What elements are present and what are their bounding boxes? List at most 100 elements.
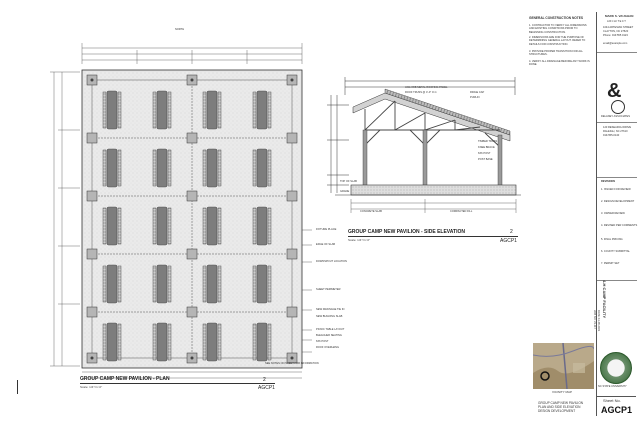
plan-note-2: DOWNSPOUT LOCATION <box>316 260 347 263</box>
picnic-table <box>102 206 122 246</box>
plan-title: GROUP CAMP NEW PAVILION - PLAN <box>80 376 170 382</box>
elev-note-left-1: GRADE <box>340 190 350 193</box>
sheet-desc-2: DESIGN DEVELOPMENT <box>538 409 576 413</box>
picnic-table <box>252 206 272 246</box>
plan-note-5: NEW BUILDING SLAB <box>316 315 343 318</box>
picnic-table <box>102 322 122 362</box>
picnic-table <box>202 148 222 188</box>
plan-note-7: BLEACHER SEATING <box>316 334 342 337</box>
vicinity-map-image <box>533 343 594 389</box>
plan-title-underline <box>80 383 275 384</box>
picnic-table <box>252 264 272 304</box>
partner-logo-ring <box>611 100 625 114</box>
plan-note-6: PICNIC TABLE LAYOUT <box>316 328 345 331</box>
picnic-table <box>152 322 172 362</box>
firm-email: email@example.com <box>603 42 628 45</box>
plan-note-8: 6X6 POST <box>316 340 329 343</box>
partner-address-1: RALEIGH, NC 27610 <box>603 130 628 133</box>
elevation-title-underline <box>348 236 518 237</box>
partner-name: DELANEY ASSOCIATES <box>601 115 631 118</box>
partner-logo: & <box>607 80 622 102</box>
elev-note-top-0: HIGH RIB METAL ROOFING PANEL <box>405 86 448 89</box>
plan-note-1: EDGE OF SLAB <box>316 243 336 246</box>
plan-north-label: NORTH <box>175 28 185 31</box>
elev-note-mid-0: TIMBER TRUSS <box>478 140 498 143</box>
elevation-title: GROUP CAMP NEW PAVILION - SIDE ELEVATION <box>348 229 465 235</box>
picnic-table <box>202 206 222 246</box>
revision-4: 4. REVISED PER COMMENTS <box>601 224 638 227</box>
plan-note-0: FIXTURE PLACE <box>316 228 337 231</box>
picnic-table <box>152 148 172 188</box>
picnic-table <box>252 148 272 188</box>
sheet-border-tick <box>17 380 18 394</box>
university-seal <box>600 352 632 384</box>
general-notes-heading: GENERAL CONSTRUCTION NOTES <box>529 16 583 20</box>
picnic-table <box>202 90 222 130</box>
title-block-divider <box>597 52 637 53</box>
elev-note-left-0: TOP OF SLAB <box>340 180 357 183</box>
elev-note-bottom-1: COMPACTED FILL <box>450 210 473 213</box>
revision-7: 7. PERMIT SET <box>601 262 620 265</box>
sheet-no-label: Sheet No. <box>603 398 621 403</box>
revision-2: 2. DESIGN DEVELOPMENT <box>601 200 635 203</box>
picnic-table <box>102 148 122 188</box>
project-number: JOB NO: 21-117 <box>593 310 596 329</box>
picnic-table <box>152 264 172 304</box>
picnic-table <box>152 206 172 246</box>
elevation-number: 2 <box>510 229 513 235</box>
partner-address-0: 123 RESEARCH DRIVE <box>603 126 632 129</box>
general-note-1: 1. CONTRACTOR TO VERIFY ALL DIMENSIONS A… <box>529 24 587 34</box>
title-block: MARK S. VAUGHAN ARCHITECT 1044 ARTESIAN … <box>596 12 637 416</box>
general-note-4: 4. VERIFY ALL DRAINAGE BEFORE ANY WORK I… <box>529 60 590 67</box>
project-name: 4-H CAMP FACILITY <box>602 280 607 319</box>
plan-number: 2 <box>263 377 266 383</box>
picnic-table <box>202 322 222 362</box>
plan-note-9: ROOF OVERHANG <box>316 346 340 349</box>
sheet-no: AGCP1 <box>601 405 633 415</box>
floor-plan-drawing <box>50 43 312 379</box>
plan-sheet-ref: AGCP1 <box>258 385 275 391</box>
picnic-table <box>252 90 272 130</box>
side-elevation-drawing <box>327 77 521 213</box>
firm-subtitle: ARCHITECT <box>607 20 627 23</box>
general-note-3: 3. PROVIDE PROPER TRANSITION FOR ALL STR… <box>529 50 583 57</box>
project-date: DATE: 11-08-2021 <box>597 310 600 332</box>
elev-note-mid-1: KNEE BRACE <box>478 146 495 149</box>
plan-note-4: NEW DRAINAGE TIE IN <box>316 308 345 311</box>
general-note-2: 2. DIMENSIONS ARE FOR THE PURPOSE OF DET… <box>529 36 586 46</box>
title-block-divider <box>597 280 637 281</box>
revision-6: 6. COUNTY SUBMITTAL <box>601 250 630 253</box>
elev-note-mid-2: 6X6 POST <box>478 152 491 155</box>
revision-0: REVISIONS <box>601 180 616 183</box>
firm-address-1: CLAYTON, NC 27520 <box>603 30 629 33</box>
plan-bottom-note: SEE NOTES ON SHEET FOR INFORMATION <box>265 362 319 365</box>
plan-scale: Scale: 1/4"=1'-0" <box>80 385 103 389</box>
elev-note-top-2: RIDGE CAP <box>470 91 485 94</box>
elev-note-mid-3: POST BASE <box>478 158 493 161</box>
title-block-divider <box>597 122 637 123</box>
picnic-table <box>152 90 172 130</box>
picnic-table <box>102 90 122 130</box>
picnic-table <box>252 322 272 362</box>
firm-address-2: Phone: 919 555 0123 <box>603 34 628 37</box>
firm-name: MARK S. VAUGHAN <box>605 14 634 18</box>
sheet-number-box: Sheet No. AGCP1 <box>596 396 636 419</box>
title-block-divider <box>597 177 637 178</box>
picnic-table <box>102 264 122 304</box>
picnic-table <box>202 264 222 304</box>
sheet-desc-0: GROUP CAMP NEW PAVILION <box>538 401 584 405</box>
revision-1: 1. ISSUED FOR REVIEW <box>601 188 631 191</box>
elev-note-top-3: PURLIN <box>470 96 480 99</box>
partner-address-2: 919-555-0140 <box>603 134 620 137</box>
elevation-scale: Scale: 1/4"=1'-0" <box>348 238 371 242</box>
sheet-desc-1: PLAN AND SIDE ELEVATION <box>538 405 581 409</box>
elev-note-top-1: ROOF TRUSS @ 4'-0" O.C. <box>405 91 438 94</box>
elevation-sheet-ref: AGCP1 <box>500 238 517 244</box>
firm-address-0: 1044 ARTESIAN STREET <box>603 26 634 29</box>
revision-5: 5. FINAL PRICING <box>601 238 623 241</box>
elev-note-bottom-0: CONCRETE SLAB <box>360 210 382 213</box>
plan-note-3: SHEET PERIMETER <box>316 288 341 291</box>
revision-3: 3. OWNER REVIEW <box>601 212 625 215</box>
seal-text: NC STATE UNIVERSITY <box>598 385 627 388</box>
vicinity-map-label: VICINITY MAP <box>552 390 572 394</box>
